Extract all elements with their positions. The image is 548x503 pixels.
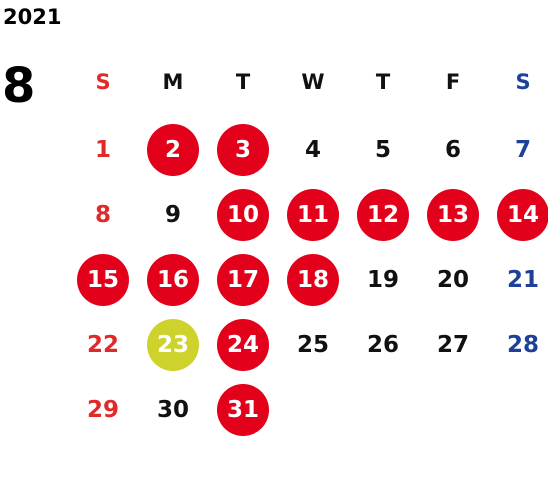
- calendar-day[interactable]: 15: [68, 254, 138, 306]
- calendar-day[interactable]: 20: [436, 267, 469, 293]
- holiday-marker: 10: [217, 189, 269, 241]
- weekday-header: T: [375, 70, 391, 94]
- calendar-day[interactable]: 14: [488, 189, 548, 241]
- holiday-marker: 11: [287, 189, 339, 241]
- calendar-day[interactable]: 12: [348, 189, 418, 241]
- calendar-day[interactable]: 28: [506, 332, 539, 358]
- calendar-day[interactable]: 18: [278, 254, 348, 306]
- calendar-year: 2021: [3, 5, 62, 29]
- holiday-marker: 16: [147, 254, 199, 306]
- calendar-day[interactable]: 21: [506, 267, 539, 293]
- weekday-header: T: [235, 70, 251, 94]
- holiday-marker: 2: [147, 124, 199, 176]
- calendar-day[interactable]: 3: [208, 124, 278, 176]
- calendar-month: 8: [2, 58, 36, 114]
- calendar-day[interactable]: 9: [164, 202, 181, 228]
- weekday-header: S: [515, 70, 531, 94]
- weekday-header: S: [95, 70, 111, 94]
- calendar-day[interactable]: 24: [208, 319, 278, 371]
- calendar-day[interactable]: 16: [138, 254, 208, 306]
- calendar-day[interactable]: 27: [436, 332, 469, 358]
- holiday-marker: 18: [287, 254, 339, 306]
- holiday-marker: 12: [357, 189, 409, 241]
- calendar-day[interactable]: 22: [86, 332, 119, 358]
- calendar-day[interactable]: 25: [296, 332, 329, 358]
- calendar-day[interactable]: 17: [208, 254, 278, 306]
- weekday-header: F: [445, 70, 461, 94]
- calendar-day[interactable]: 7: [514, 137, 531, 163]
- calendar-day[interactable]: 31: [208, 384, 278, 436]
- calendar-day[interactable]: 4: [304, 137, 321, 163]
- calendar-day[interactable]: 11: [278, 189, 348, 241]
- holiday-marker: 14: [497, 189, 548, 241]
- weekday-header: W: [301, 70, 325, 94]
- holiday-marker: 15: [77, 254, 129, 306]
- holiday-marker: 31: [217, 384, 269, 436]
- calendar-day[interactable]: 26: [366, 332, 399, 358]
- calendar-day[interactable]: 19: [366, 267, 399, 293]
- holiday-marker: 17: [217, 254, 269, 306]
- calendar-day[interactable]: 23: [138, 319, 208, 371]
- calendar-day[interactable]: 6: [444, 137, 461, 163]
- calendar-day[interactable]: 2: [138, 124, 208, 176]
- calendar-day[interactable]: 1: [94, 137, 111, 163]
- calendar-day[interactable]: 5: [374, 137, 391, 163]
- calendar-day[interactable]: 29: [86, 397, 119, 423]
- holiday-marker: 13: [427, 189, 479, 241]
- calendar-day[interactable]: 10: [208, 189, 278, 241]
- calendar-day[interactable]: 8: [94, 202, 111, 228]
- calendar-day[interactable]: 30: [156, 397, 189, 423]
- calendar-day[interactable]: 13: [418, 189, 488, 241]
- holiday-marker: 24: [217, 319, 269, 371]
- holiday-marker: 3: [217, 124, 269, 176]
- weekday-header: M: [162, 70, 184, 94]
- special-day-marker: 23: [147, 319, 199, 371]
